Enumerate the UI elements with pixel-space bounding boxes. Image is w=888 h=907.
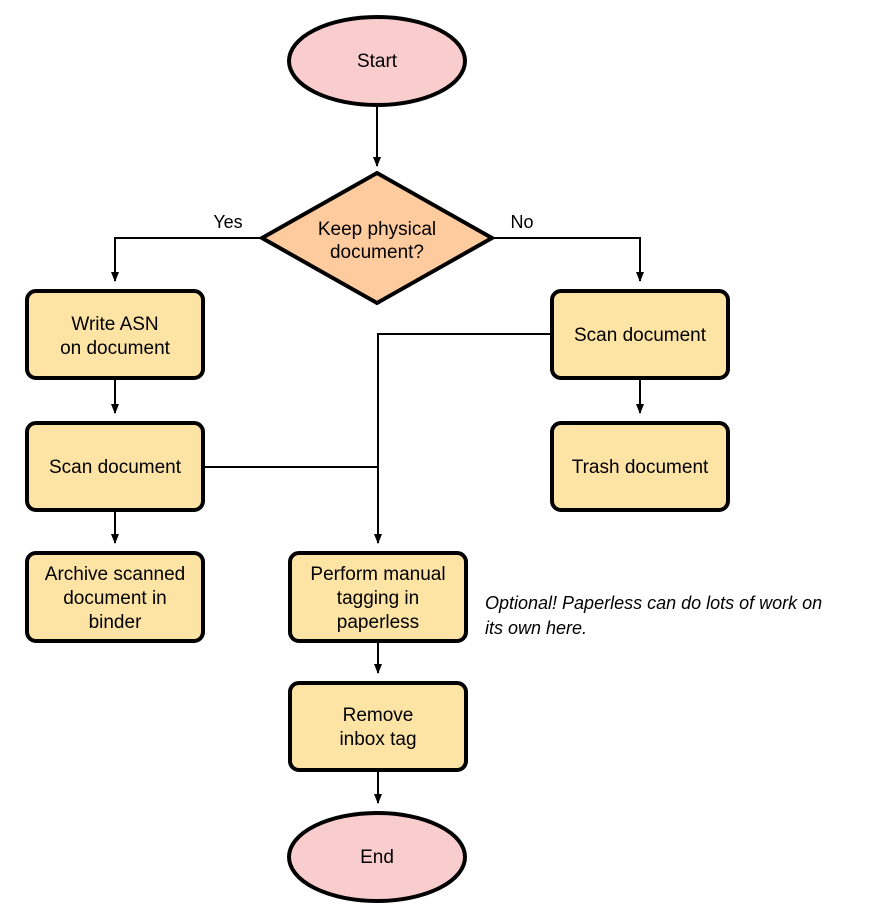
node-perform-manual-tagging[interactable]: Perform manual tagging in paperless bbox=[288, 551, 468, 643]
archive-label-line2: document in bbox=[63, 588, 167, 609]
edge-decision-yes-to-write-asn bbox=[111, 237, 262, 282]
write-asn-label-line1: Write ASN bbox=[71, 314, 158, 335]
node-remove-inbox-tag[interactable]: Remove inbox tag bbox=[288, 681, 468, 772]
node-trash-document[interactable]: Trash document bbox=[550, 421, 730, 512]
tagging-label-line3: paperless bbox=[337, 612, 419, 633]
remove-inbox-label-line2: inbox tag bbox=[339, 729, 416, 750]
scan-document-left-label: Scan document bbox=[49, 457, 182, 478]
decision-label-line1: Keep physical bbox=[318, 219, 436, 240]
edge-label-no: No bbox=[510, 212, 533, 232]
start-label: Start bbox=[357, 51, 398, 72]
archive-label-line1: Archive scanned bbox=[45, 564, 185, 585]
annotation-optional-paperless: Optional! Paperless can do lots of work … bbox=[485, 593, 822, 638]
decision-diamond bbox=[257, 170, 497, 306]
start-ellipse bbox=[287, 15, 467, 107]
edge-decision-no-to-scan-right bbox=[492, 237, 644, 282]
end-label: End bbox=[360, 847, 394, 868]
annotation-line2: its own here. bbox=[485, 618, 587, 638]
tagging-label-line1: Perform manual bbox=[310, 564, 445, 585]
annotation-line1: Optional! Paperless can do lots of work … bbox=[485, 593, 822, 613]
tagging-label-line2: tagging in bbox=[337, 588, 419, 609]
node-scan-document-left[interactable]: Scan document bbox=[25, 421, 205, 512]
write-asn-box bbox=[25, 289, 205, 380]
decision-label-line2: document? bbox=[330, 242, 424, 263]
node-decision-keep-physical-document[interactable]: Keep physical document? bbox=[257, 170, 497, 306]
scan-document-right-label: Scan document bbox=[574, 325, 707, 346]
remove-inbox-tag-box bbox=[288, 681, 468, 772]
edges-layer bbox=[111, 107, 644, 804]
trash-document-box bbox=[550, 421, 730, 512]
tagging-box bbox=[288, 551, 468, 643]
node-scan-document-right[interactable]: Scan document bbox=[550, 289, 730, 380]
trash-document-label: Trash document bbox=[572, 457, 709, 478]
archive-box bbox=[25, 551, 205, 643]
node-write-asn[interactable]: Write ASN on document bbox=[25, 289, 205, 380]
node-start[interactable]: Start bbox=[287, 15, 467, 107]
scan-document-left-box bbox=[25, 421, 205, 512]
end-ellipse bbox=[287, 811, 467, 903]
remove-inbox-label-line1: Remove bbox=[343, 705, 414, 726]
archive-label-line3: binder bbox=[89, 612, 142, 633]
write-asn-label-line2: on document bbox=[60, 338, 171, 359]
scan-document-right-box bbox=[550, 289, 730, 380]
edge-scan-right-to-tagging bbox=[374, 333, 552, 544]
edge-label-yes: Yes bbox=[213, 212, 242, 232]
node-archive-scanned-document[interactable]: Archive scanned document in binder bbox=[25, 551, 205, 643]
node-end[interactable]: End bbox=[287, 811, 467, 903]
